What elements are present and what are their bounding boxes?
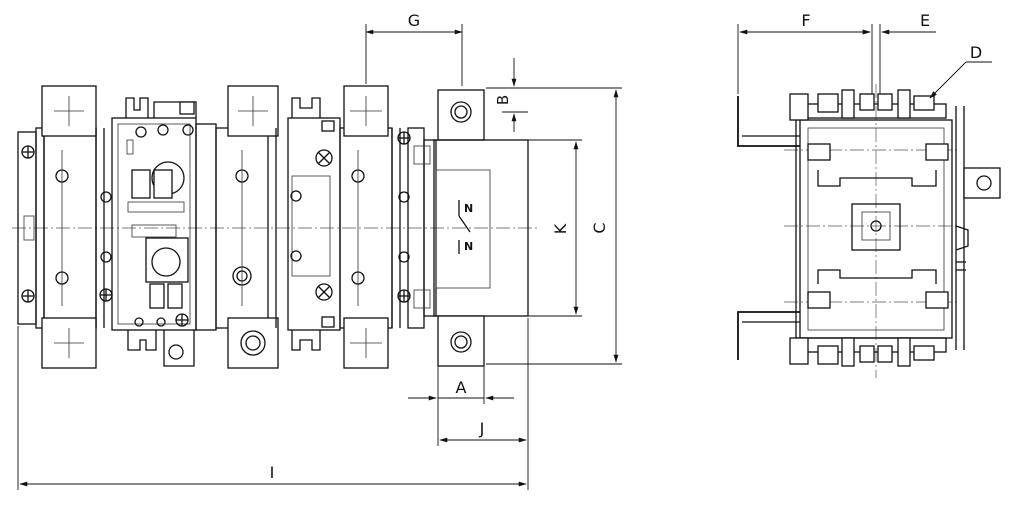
dimension-f: F bbox=[737, 11, 873, 94]
dimension-label-k: K bbox=[551, 223, 570, 234]
switch-label-top: N bbox=[464, 202, 473, 215]
dimension-label-f: F bbox=[801, 11, 810, 30]
dimension-label-a: A bbox=[456, 378, 467, 397]
front-view: N N G B K C bbox=[12, 11, 622, 490]
pole-3 bbox=[339, 85, 411, 369]
dimension-i: I bbox=[17, 326, 527, 490]
dimension-label-e: E bbox=[920, 11, 930, 30]
auxiliary-module-1 bbox=[111, 97, 197, 367]
dimension-label-g: G bbox=[408, 11, 420, 30]
switch-symbol: N N bbox=[458, 200, 473, 254]
main-terminal-block bbox=[433, 89, 529, 367]
dimension-g: G bbox=[365, 11, 463, 86]
dimension-e: E bbox=[852, 11, 936, 94]
auxiliary-module-2 bbox=[287, 97, 341, 351]
dimension-b: B bbox=[486, 58, 622, 132]
dimension-k: K bbox=[528, 139, 582, 317]
dimension-c: C bbox=[486, 89, 622, 365]
side-view: F E D bbox=[737, 11, 1001, 378]
pole-2 bbox=[195, 85, 279, 369]
dimension-a: A bbox=[408, 366, 514, 446]
dimension-label-b: B bbox=[494, 95, 512, 105]
dimension-label-j: J bbox=[479, 419, 485, 438]
dimension-label-i: I bbox=[270, 463, 275, 482]
dimension-label-d: D bbox=[970, 43, 982, 62]
pole-1 bbox=[41, 85, 113, 369]
leader-d: D bbox=[929, 43, 992, 99]
dimension-label-c: C bbox=[590, 222, 609, 233]
dimension-j: J bbox=[439, 318, 529, 490]
switch-label-bottom: N bbox=[464, 240, 473, 253]
